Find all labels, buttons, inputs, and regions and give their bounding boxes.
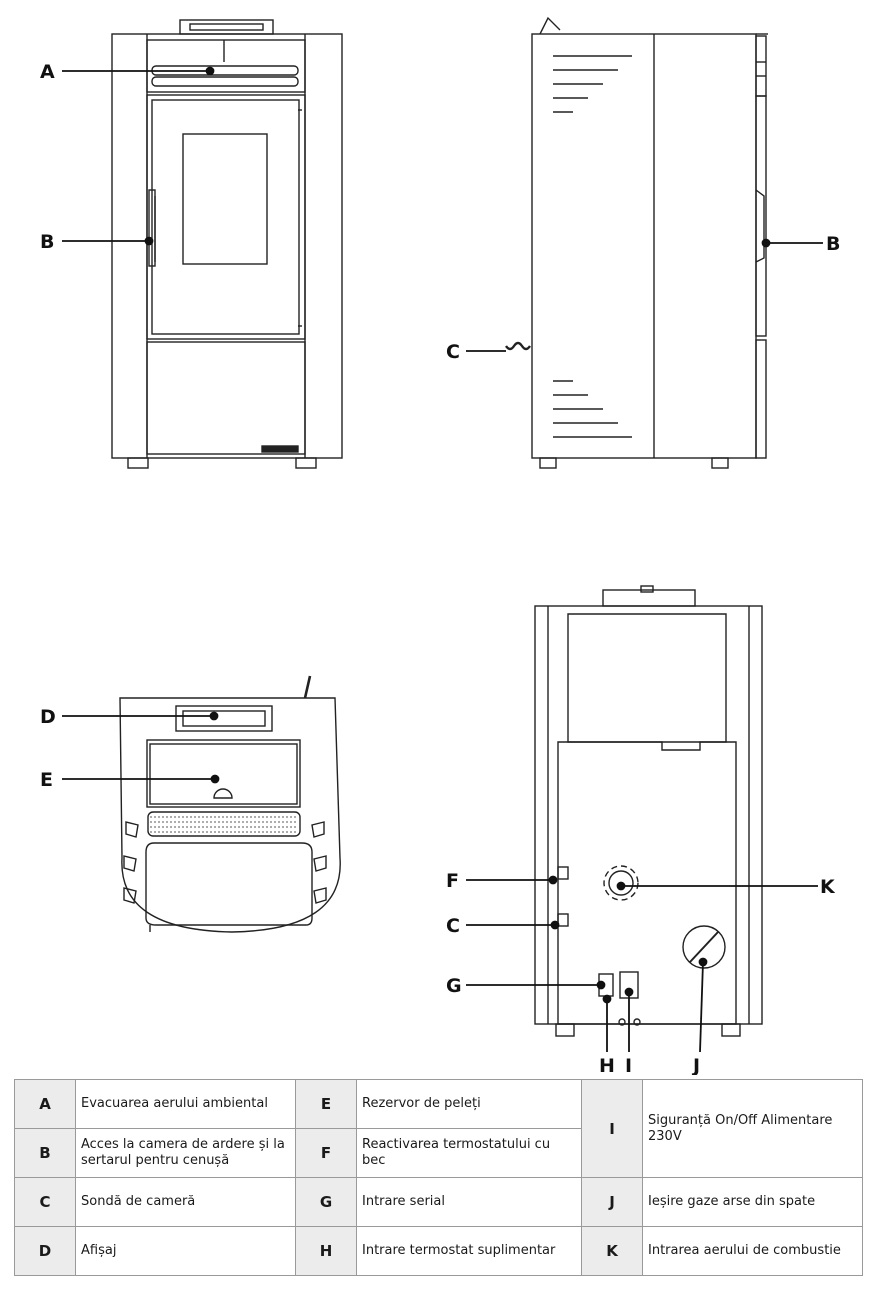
callout-j: J [691, 1055, 700, 1075]
legend-desc-e: Rezervor de peleți [356, 1079, 582, 1129]
callout-c-side: C [446, 341, 460, 363]
legend-row: D Afișaj H Intrare termostat suplimentar… [14, 1226, 863, 1276]
legend-key-h: H [295, 1226, 357, 1276]
legend-key-a: A [14, 1079, 76, 1129]
legend-desc-g: Intrare serial [356, 1177, 582, 1227]
legend-key-j: J [581, 1177, 643, 1227]
callout-f: F [446, 870, 459, 892]
top-view [119, 675, 341, 933]
legend-table: A Evacuarea aerului ambiental E Rezervor… [14, 1079, 863, 1276]
legend-key-f: F [295, 1128, 357, 1178]
legend-desc-j: Ieșire gaze arse din spate [642, 1177, 863, 1227]
legend-desc-d: Afișaj [75, 1226, 296, 1276]
legend-row: B Acces la camera de ardere și la sertar… [14, 1128, 863, 1178]
legend-key-b: B [14, 1128, 76, 1178]
legend-key-d: D [14, 1226, 76, 1276]
legend-desc-c: Sondă de cameră [75, 1177, 296, 1227]
legend-desc-a: Evacuarea aerului ambiental [75, 1079, 296, 1129]
legend-key-i: I [581, 1079, 643, 1178]
legend-desc-b: Acces la camera de ardere și la sertarul… [75, 1128, 296, 1178]
callout-g: G [446, 975, 462, 997]
front-view [111, 19, 343, 469]
legend-key-g: G [295, 1177, 357, 1227]
side-view [505, 16, 768, 469]
legend-desc-i: Siguranță On/Off Alimentare 230V [642, 1079, 863, 1178]
callout-b-side: B [826, 233, 840, 255]
legend-desc-f: Reactivarea termostatului cu bec [356, 1128, 582, 1178]
callout-c-back: C [446, 915, 460, 937]
callout-a: A [40, 61, 55, 83]
legend-key-k: K [581, 1226, 643, 1276]
callout-e: E [40, 769, 53, 791]
legend-row: A Evacuarea aerului ambiental E Rezervor… [14, 1079, 863, 1178]
callout-h: H [599, 1055, 615, 1075]
legend-desc-k: Intrarea aerului de combustie [642, 1226, 863, 1276]
callout-k: K [820, 876, 836, 898]
back-view [534, 585, 763, 1037]
legend-desc-h: Intrare termostat suplimentar [356, 1226, 582, 1276]
stove-diagram: A B B C D E F C G K H I J [40, 16, 840, 1075]
callout-b-front: B [40, 231, 54, 253]
callout-d: D [40, 706, 56, 728]
legend-key-c: C [14, 1177, 76, 1227]
legend-row: C Sondă de cameră G Intrare serial J Ieș… [14, 1177, 863, 1227]
callout-i: I [625, 1055, 632, 1075]
legend-key-e: E [295, 1079, 357, 1129]
